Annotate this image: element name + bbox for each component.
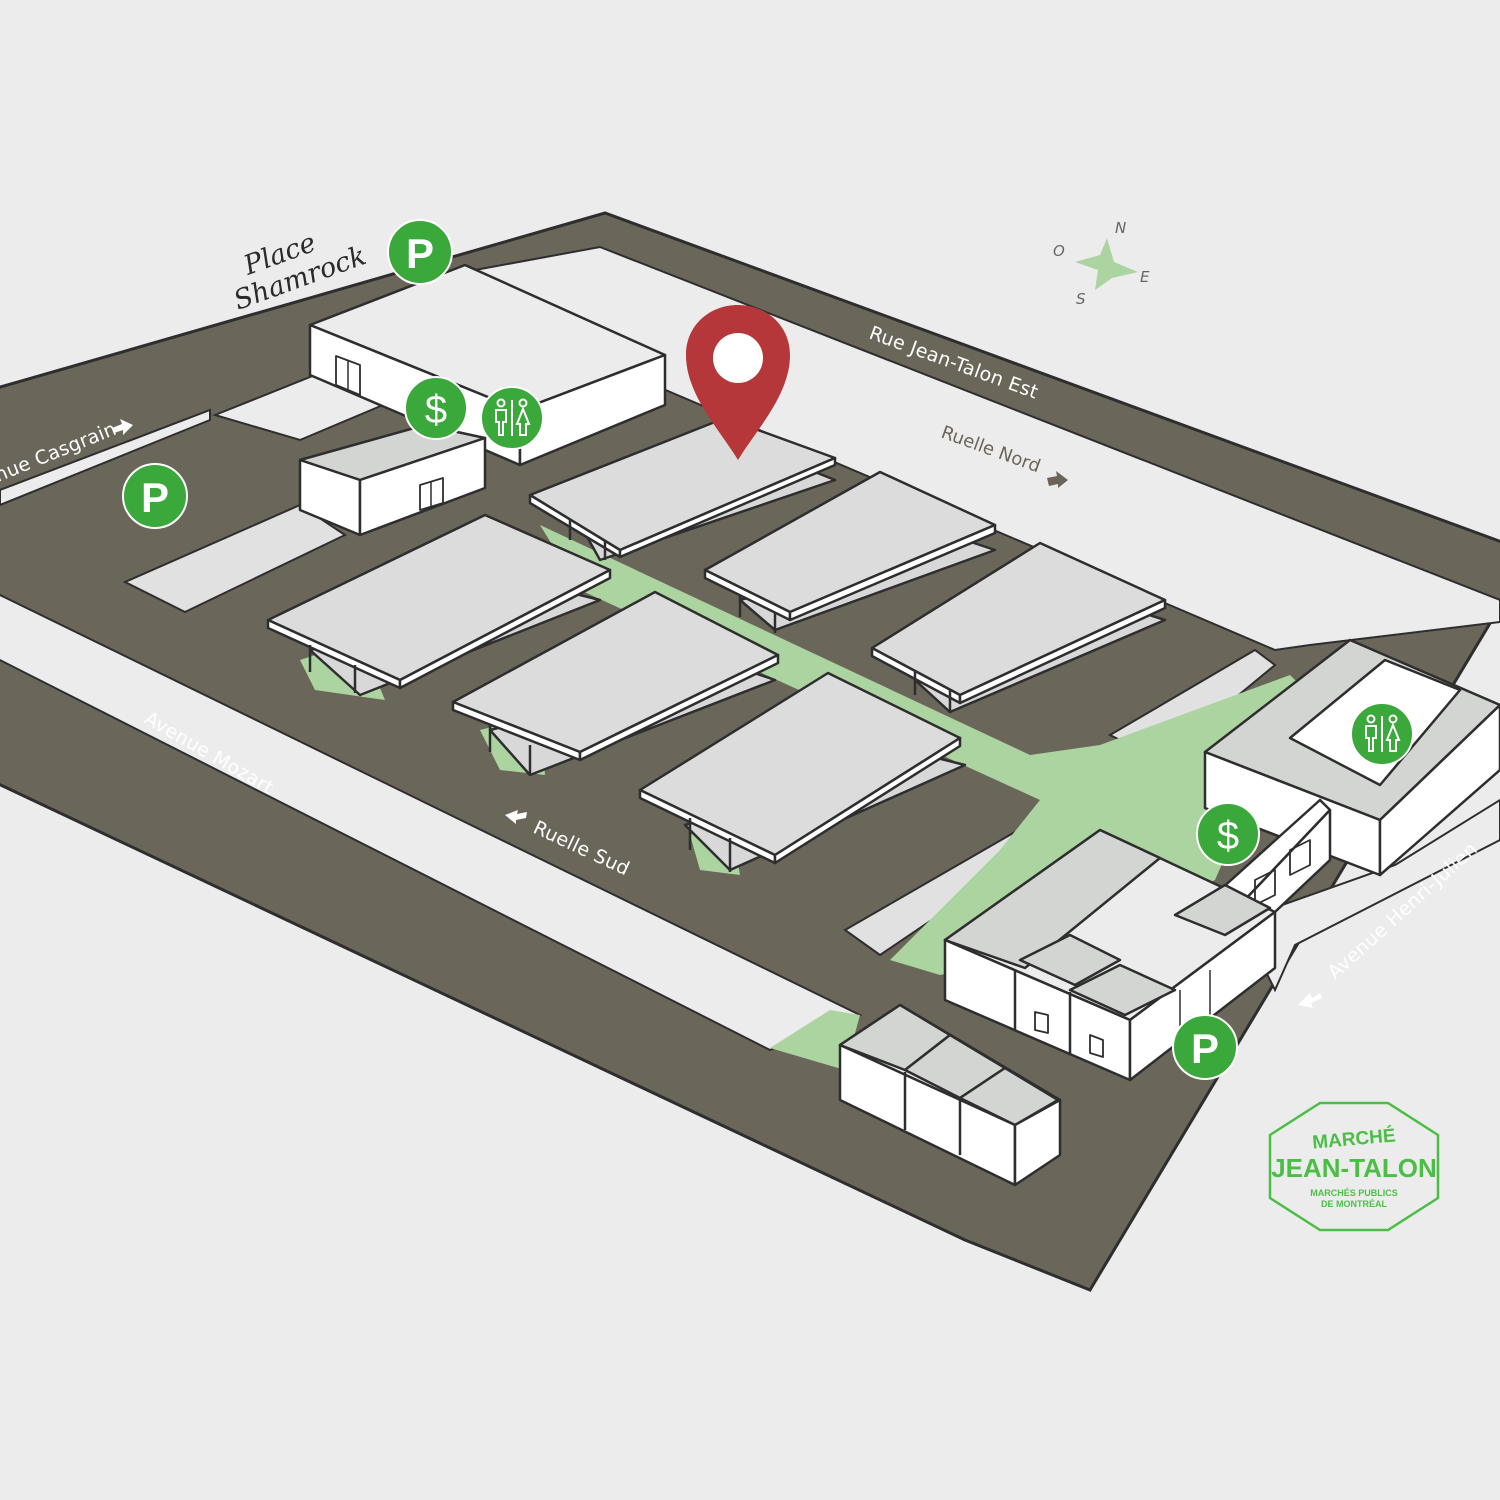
market-hall-c bbox=[870, 541, 1167, 714]
market-hall-f bbox=[638, 671, 967, 872]
parking-icon: P bbox=[1191, 1025, 1219, 1072]
compass-rose: N E S O bbox=[1053, 219, 1150, 308]
parking-icon: P bbox=[141, 474, 169, 521]
compass-n: N bbox=[1115, 219, 1126, 237]
compass-s: S bbox=[1076, 290, 1086, 308]
restroom-icon bbox=[1365, 714, 1401, 752]
market-hall-a bbox=[528, 416, 837, 562]
arrow-right-icon bbox=[1047, 471, 1068, 488]
building-bottom-row bbox=[838, 1003, 1062, 1187]
atm-badge[interactable]: $ bbox=[1196, 802, 1260, 866]
location-pin-icon[interactable] bbox=[686, 305, 790, 460]
parking-badge[interactable]: P bbox=[387, 219, 453, 285]
atm-badge[interactable]: $ bbox=[404, 376, 468, 440]
compass-e: E bbox=[1140, 268, 1150, 286]
restroom-badge[interactable] bbox=[1350, 702, 1414, 766]
arrow-left-icon bbox=[1298, 993, 1322, 1008]
compass-o: O bbox=[1053, 242, 1065, 260]
restroom-icon bbox=[495, 398, 531, 436]
market-hall-d bbox=[266, 513, 612, 697]
parking-badge[interactable]: P bbox=[1172, 1014, 1238, 1080]
dollar-icon: $ bbox=[1217, 814, 1239, 858]
marche-jean-talon-logo: MARCHÉ JEAN-TALON MARCHÉS PUBLICS DE MON… bbox=[1268, 1101, 1440, 1232]
lots bbox=[0, 245, 1500, 1052]
market-hall-b bbox=[703, 470, 997, 633]
market-halls bbox=[266, 416, 1167, 872]
arrow-left-icon bbox=[505, 810, 527, 824]
compass-star-icon bbox=[1075, 238, 1138, 290]
parking-badge[interactable]: P bbox=[122, 463, 188, 529]
logo-line4: DE MONTRÉAL bbox=[1321, 1199, 1387, 1209]
dollar-icon: $ bbox=[425, 388, 447, 432]
restroom-badge[interactable] bbox=[480, 386, 544, 450]
logo-line1: MARCHÉ bbox=[1311, 1124, 1396, 1153]
arrow-right-icon bbox=[112, 419, 133, 435]
logo-line2: JEAN-TALON bbox=[1271, 1153, 1437, 1183]
market-hall-e bbox=[451, 590, 780, 777]
parking-icon: P bbox=[406, 230, 434, 277]
logo-line3: MARCHÉS PUBLICS bbox=[1310, 1188, 1398, 1198]
building-southeast bbox=[943, 828, 1277, 1082]
